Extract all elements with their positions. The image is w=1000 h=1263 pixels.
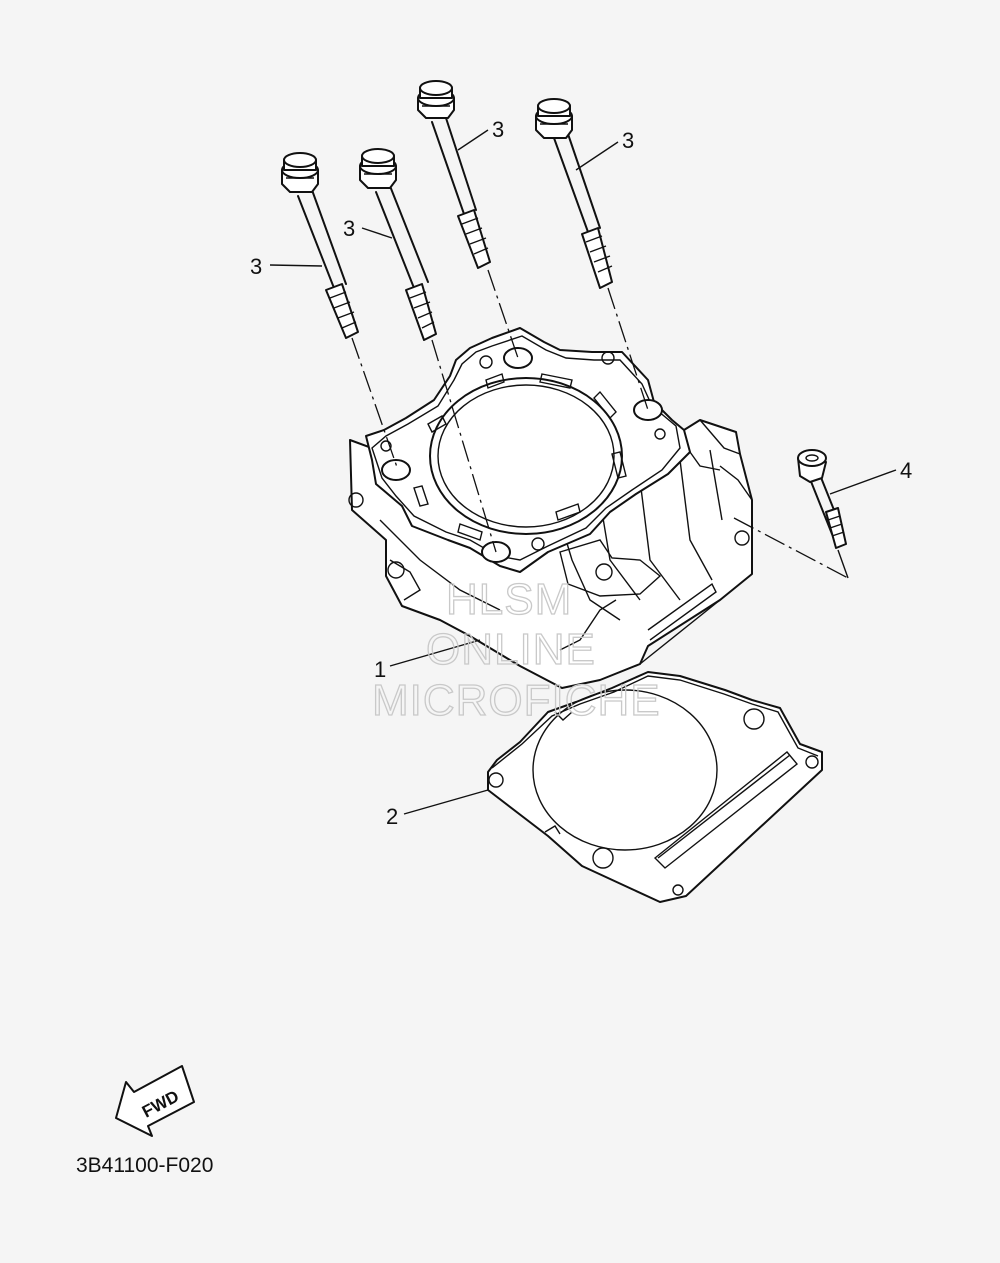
watermark-line-2: ONLINE [426,625,596,674]
cylinder-bolt-1 [281,152,359,339]
watermark-line-3: MICROFICHE [372,676,661,725]
callout-3-bolt-4: 3 [622,128,634,153]
cylinder-gasket [487,671,823,903]
watermark-line-1: HLSM [446,575,572,624]
callout-3-bolt-1: 3 [250,254,262,279]
assembly-lines [351,269,849,579]
diagram-code: 3B41100-F020 [76,1154,213,1177]
callout-3-bolt-3: 3 [492,117,504,142]
side-bolt [797,449,847,549]
forward-arrow-icon: FWD [115,1065,195,1137]
callout-3-bolt-2: 3 [343,216,355,241]
cylinder-block [348,327,753,689]
cylinder-bolt-3 [417,80,491,269]
callout-1-cylinder: 1 [374,657,386,682]
leader-lines [269,129,897,815]
callout-4-bolt: 4 [900,458,912,483]
callout-2-gasket: 2 [386,804,398,829]
cylinder-bolt-2 [359,148,437,341]
cylinder-bolt-4 [535,98,613,289]
watermark: HLSM ONLINE MICROFICHE [371,574,661,725]
